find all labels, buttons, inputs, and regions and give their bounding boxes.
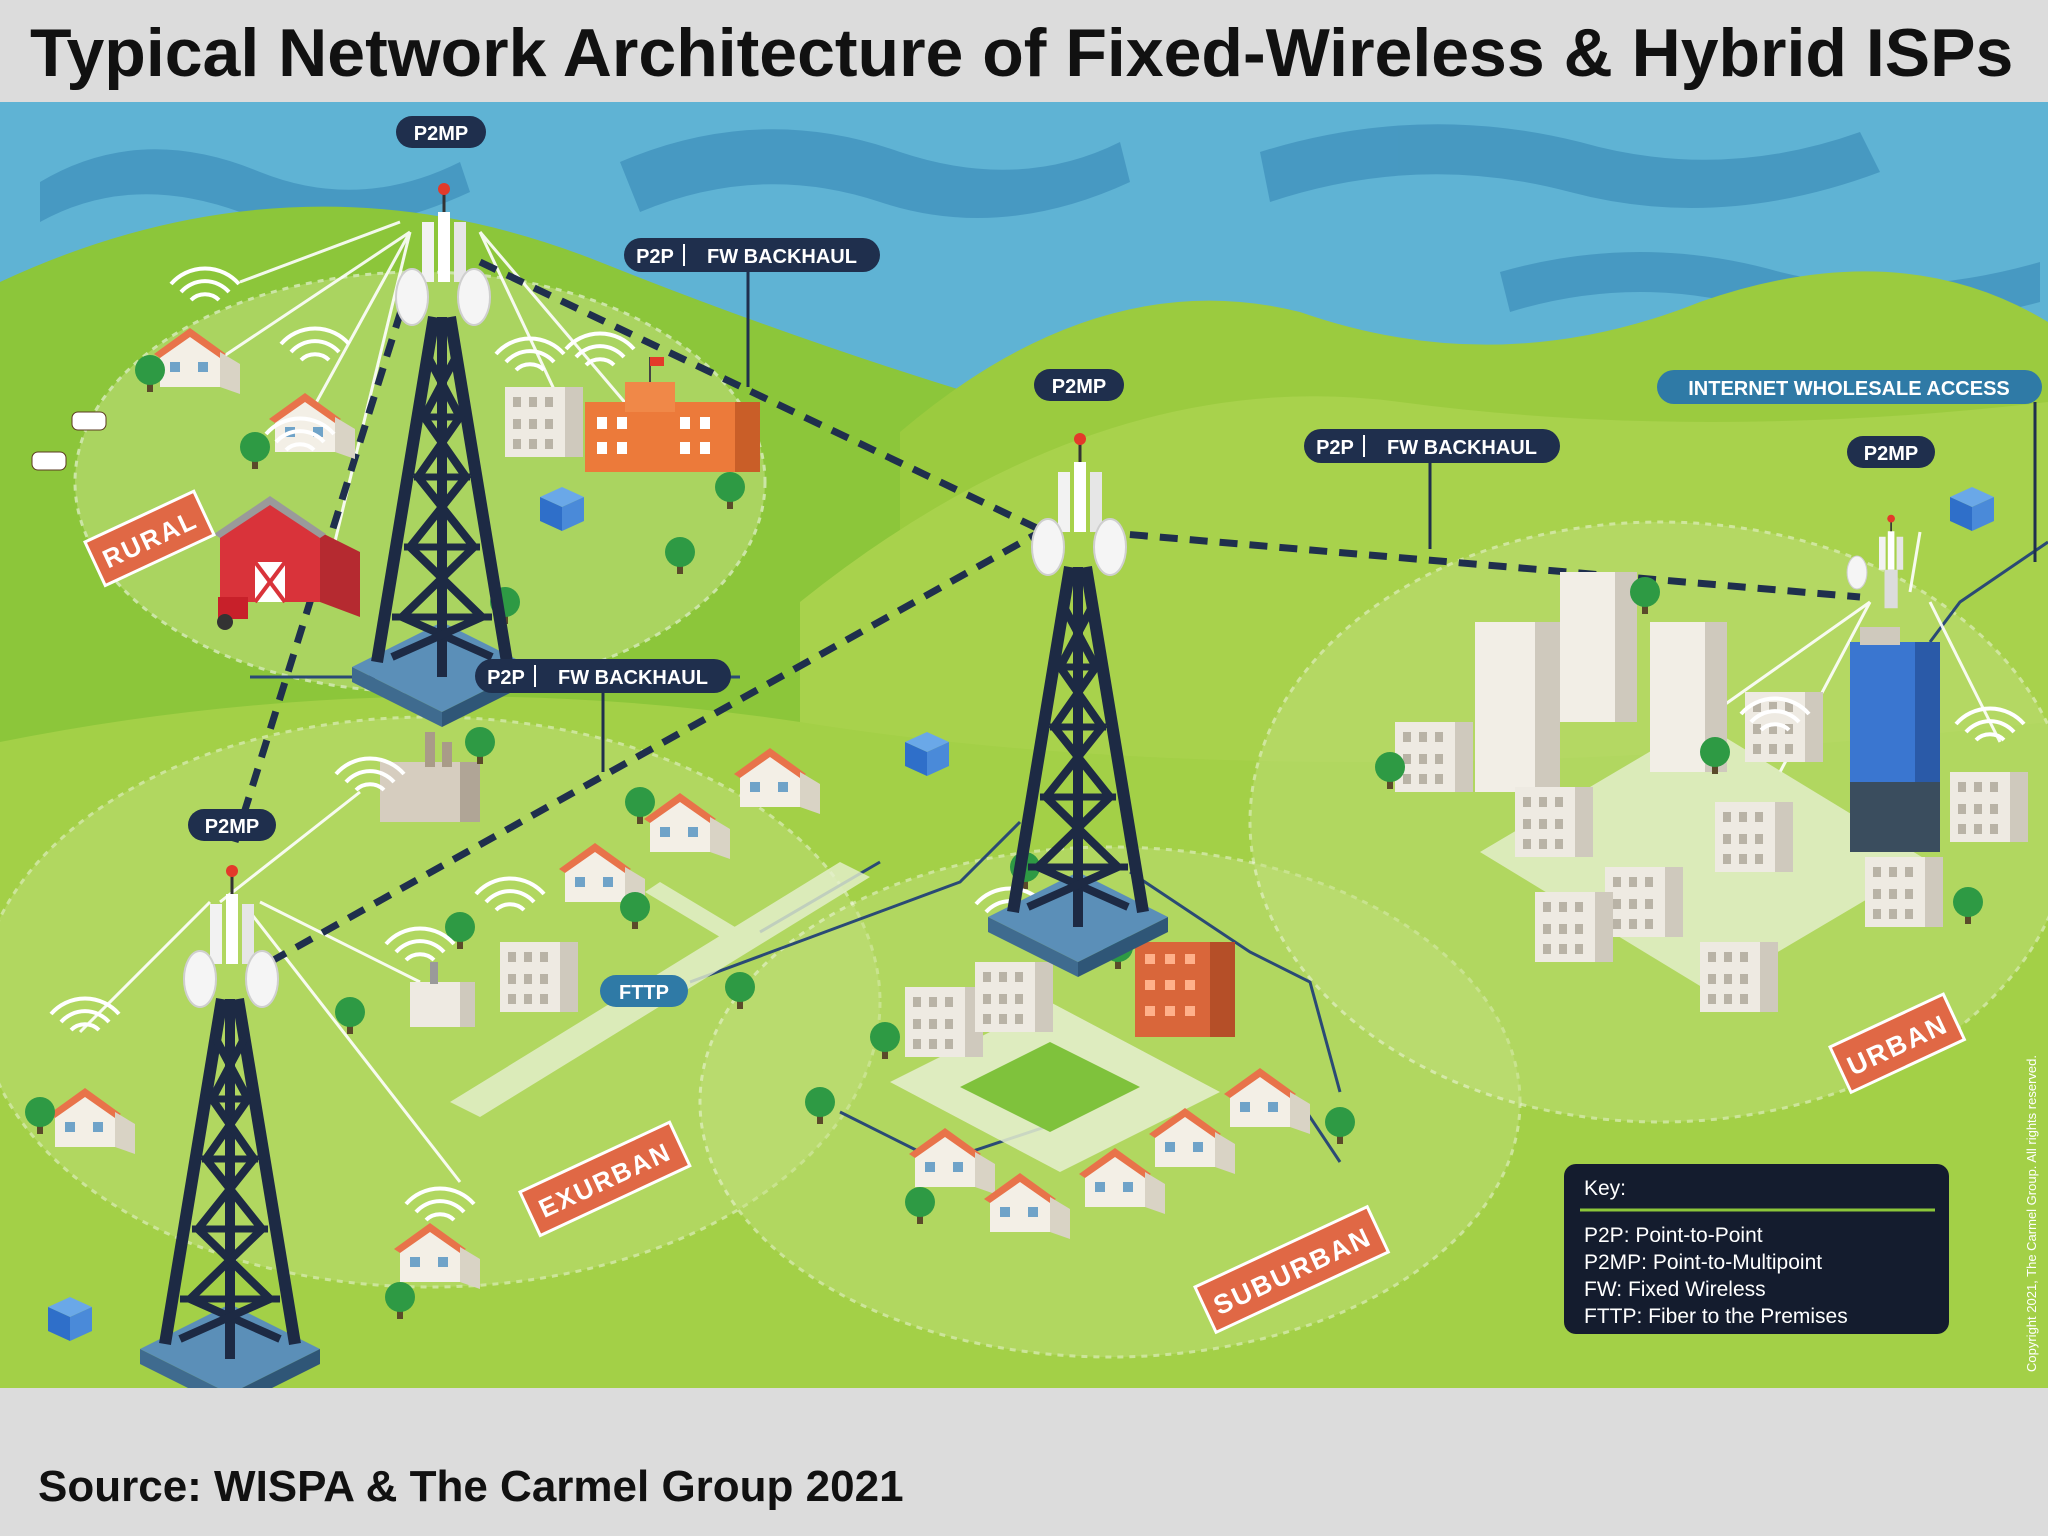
label-p2mp-left-text: P2MP	[205, 816, 259, 838]
label-p2mp-top: P2MP	[396, 116, 486, 148]
label-backhaul-bottom: P2P FW BACKHAUL	[475, 659, 731, 693]
label-p2p-bottom-text: P2P	[487, 667, 525, 689]
tower-urban-rooftop	[1846, 514, 1904, 609]
footer: Source: WISPA & The Carmel Group 2021	[0, 1388, 2048, 1536]
label-backhaul-top: P2P FW BACKHAUL	[624, 238, 880, 272]
label-p2p-right-text: P2P	[1316, 437, 1354, 459]
source-text: Source: WISPA & The Carmel Group 2021	[38, 1462, 904, 1511]
key-item-p2p: P2P: Point-to-Point	[1584, 1224, 1763, 1247]
page-title: Typical Network Architecture of Fixed-Wi…	[30, 15, 2014, 91]
label-p2mp-top-text: P2MP	[414, 123, 468, 145]
label-p2mp-left: P2MP	[188, 809, 276, 841]
key-item-fttp: FTTP: Fiber to the Premises	[1584, 1305, 1848, 1328]
label-p2mp-right: P2MP	[1847, 436, 1935, 468]
label-fw-backhaul-top-text: FW BACKHAUL	[707, 246, 857, 268]
label-fttp: FTTP	[600, 975, 688, 1007]
label-backhaul-right: P2P FW BACKHAUL	[1304, 429, 1560, 463]
sign-urban: URBAN	[1828, 992, 1967, 1095]
label-internet-wholesale: INTERNET WHOLESALE ACCESS	[1657, 370, 2042, 404]
copyright-text: Copyright 2021, The Carmel Group. All ri…	[2024, 1055, 2039, 1372]
label-fw-backhaul-bottom-text: FW BACKHAUL	[558, 667, 708, 689]
suburban-scene	[805, 852, 1355, 1239]
label-p2p-top-text: P2P	[636, 246, 674, 268]
network-diagram: RURAL EXURBAN SUBURBAN URBAN P2MP P2M	[0, 102, 2048, 1388]
label-fw-backhaul-right-text: FW BACKHAUL	[1387, 437, 1537, 459]
label-p2mp-mid-text: P2MP	[1052, 376, 1106, 398]
title-bar: Typical Network Architecture of Fixed-Wi…	[0, 0, 2048, 102]
label-p2mp-mid: P2MP	[1034, 369, 1124, 401]
key-box: Key: P2P: Point-to-Point P2MP: Point-to-…	[1564, 1164, 1949, 1334]
rural-scene	[31, 266, 760, 630]
label-fttp-text: FTTP	[619, 982, 669, 1004]
key-item-p2mp: P2MP: Point-to-Multipoint	[1584, 1251, 1822, 1274]
label-internet-wholesale-text: INTERNET WHOLESALE ACCESS	[1688, 378, 2010, 400]
urban-scene	[1375, 487, 2028, 1012]
key-title: Key:	[1584, 1177, 1626, 1200]
label-p2mp-right-text: P2MP	[1864, 443, 1918, 465]
key-item-fw: FW: Fixed Wireless	[1584, 1278, 1766, 1301]
